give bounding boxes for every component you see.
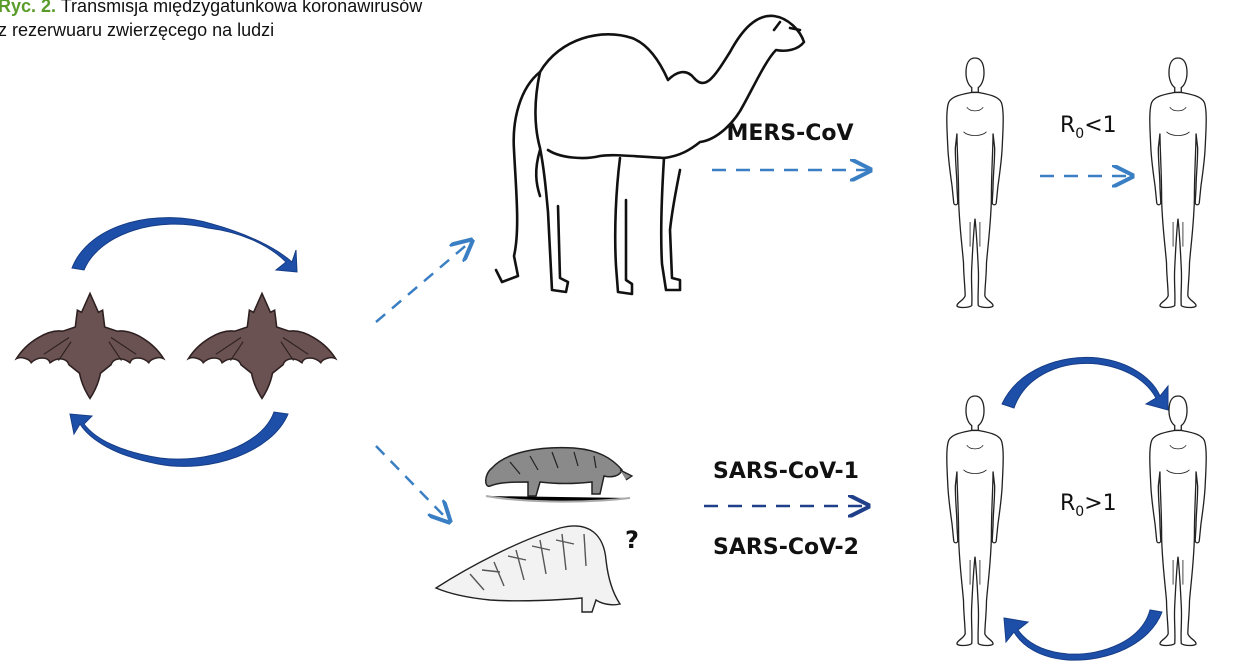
bat-left-icon (17, 293, 164, 398)
human-cycle-top-arrow (1002, 357, 1168, 410)
r0-top-label: R0<1 (1060, 113, 1117, 142)
bat-cycle-top-arrow (72, 218, 297, 272)
human-cycle-bottom-arrow (1004, 610, 1162, 660)
sars1-label: SARS-CoV-1 (713, 459, 859, 484)
camel-icon (496, 16, 804, 294)
bat-right-icon (189, 293, 336, 398)
arrow-bat-to-camel (376, 242, 470, 322)
arrow-bat-to-civet (376, 446, 448, 520)
sars2-label: SARS-CoV-2 (713, 535, 859, 560)
human-sars-left-icon (947, 396, 1003, 645)
r0-bottom-label: R0>1 (1060, 491, 1117, 520)
bat-cycle-bottom-arrow (70, 412, 288, 466)
civet-icon (486, 448, 632, 502)
mers-label: MERS-CoV (726, 121, 853, 146)
human-sars-right-icon (1150, 396, 1206, 645)
human-mers-source-icon (947, 58, 1003, 307)
pangolin-icon (436, 526, 620, 612)
pangolin-question-mark: ? (625, 526, 639, 554)
human-mers-target-icon (1150, 58, 1206, 307)
